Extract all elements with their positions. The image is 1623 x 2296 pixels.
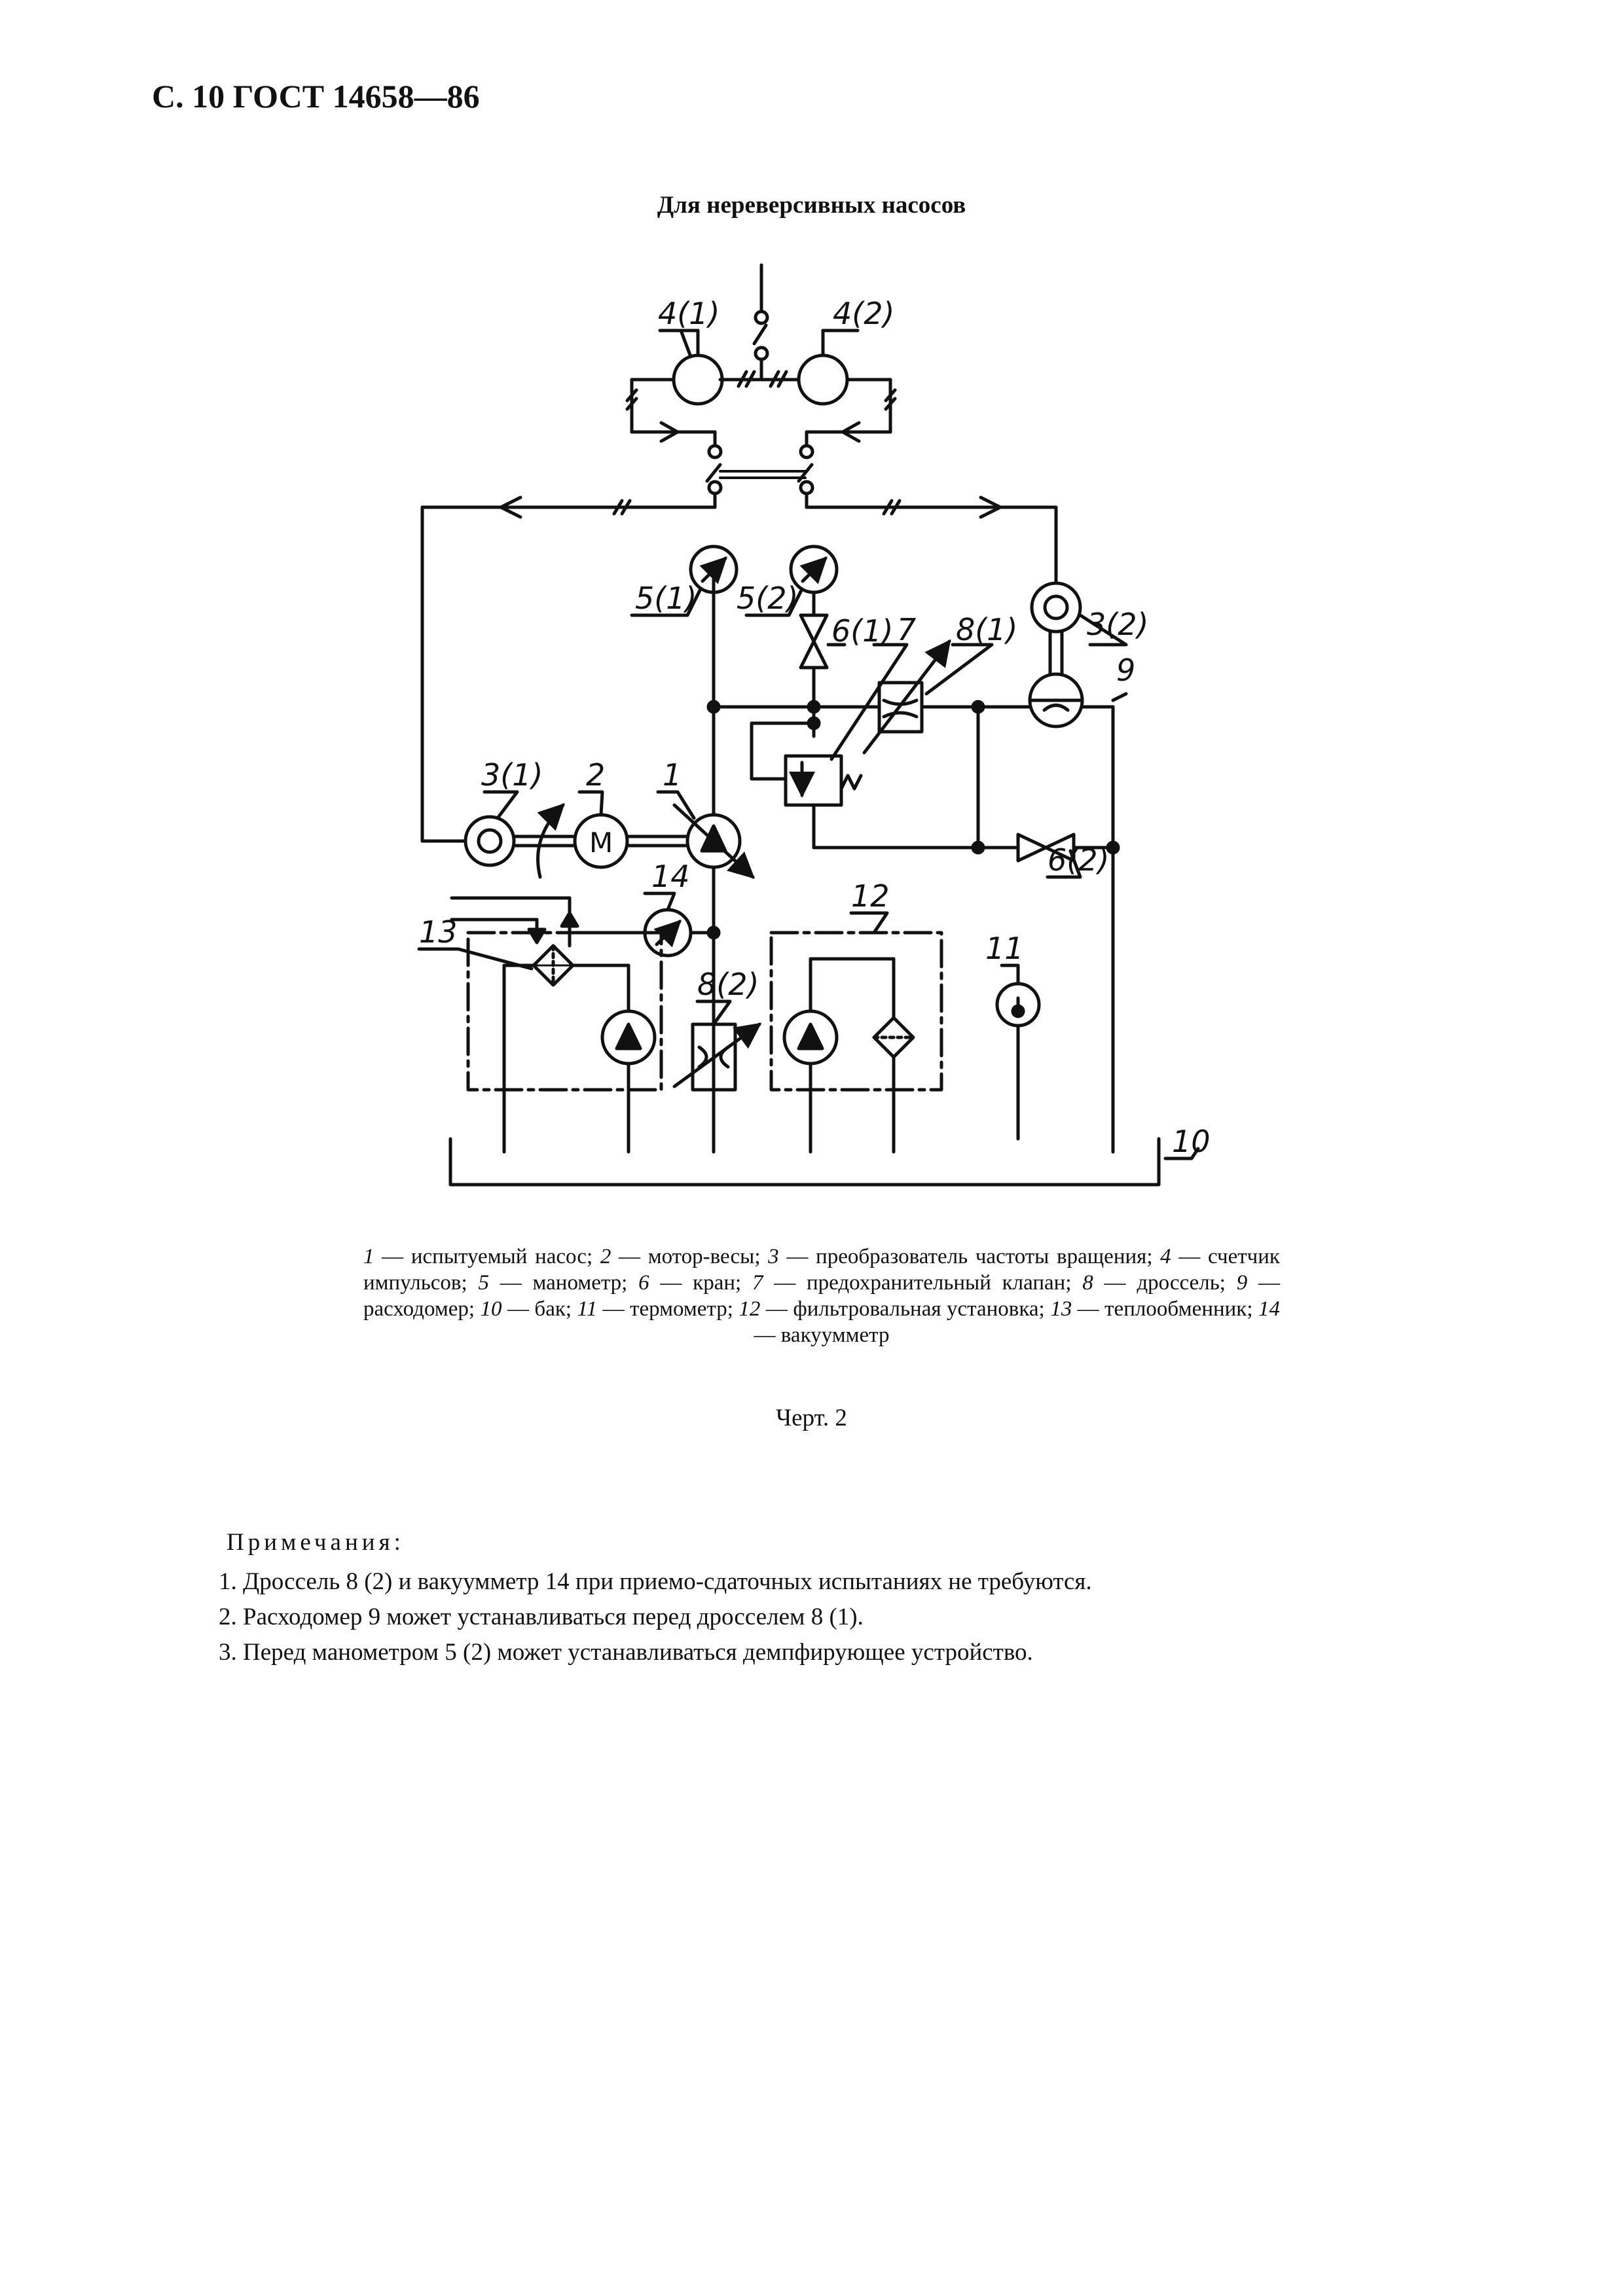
legend-item: 11 — термометр;	[577, 1297, 739, 1321]
legend-number: 8	[1082, 1271, 1093, 1295]
legend-text: — манометр;	[488, 1271, 639, 1295]
legend-number: 1	[363, 1245, 374, 1268]
legend-item: 5 — манометр;	[478, 1271, 638, 1295]
label-9: 9	[1116, 653, 1135, 688]
legend-text: — теплообменник;	[1072, 1297, 1258, 1321]
legend-item: 10 — бак;	[480, 1297, 577, 1321]
tank	[448, 1137, 1161, 1187]
label-6-2: 6(2)	[1048, 842, 1109, 878]
valve-6-1	[799, 613, 829, 670]
notes-list: 1. Дроссель 8 (2) и вакуумметр 14 при пр…	[219, 1564, 1092, 1670]
legend-number: 6	[638, 1271, 649, 1295]
legend-item: 2 — мотор-весы;	[600, 1245, 768, 1268]
switch-contact	[754, 310, 769, 325]
impulse-counter-1	[672, 353, 724, 406]
valve-6-2	[1016, 833, 1076, 863]
heat-exchanger	[532, 944, 575, 987]
legend-text: — кран;	[649, 1271, 752, 1295]
figure-subtitle: Для нереверсивных насосов	[657, 192, 966, 219]
motor-letter: M	[589, 827, 613, 859]
legend-number: 10	[480, 1297, 502, 1321]
legend-number: 14	[1258, 1297, 1280, 1321]
legend-item: 1 — испытуемый насос;	[363, 1245, 600, 1268]
legend-number: 7	[752, 1271, 763, 1295]
legend-text: — мотор-весы;	[611, 1245, 769, 1268]
figure-legend: 1 — испытуемый насос; 2 — мотор-весы; 3 …	[363, 1244, 1280, 1348]
legend-text: — преобразователь частоты вращения;	[778, 1245, 1161, 1268]
label-6-1: 6(1)	[831, 613, 893, 649]
label-2: 2	[586, 757, 605, 793]
legend-number: 11	[577, 1297, 598, 1321]
note-3: 3. Перед манометром 5 (2) может устанавл…	[219, 1639, 1033, 1666]
manometer-1	[689, 545, 739, 594]
legend-item: 6 — кран;	[638, 1271, 752, 1295]
speed-converter-1	[464, 815, 516, 867]
legend-item: 8 — дроссель;	[1082, 1271, 1236, 1295]
legend-number: 4	[1160, 1245, 1171, 1268]
legend-number: 12	[739, 1297, 761, 1321]
notes-title: Примечания:	[227, 1529, 405, 1556]
label-8-2: 8(2)	[697, 967, 759, 1002]
legend-text: — испытуемый насос;	[374, 1245, 600, 1268]
legend-text: — фильтровальная установка;	[760, 1297, 1051, 1321]
note-2: 2. Расходомер 9 может устанавливаться пе…	[219, 1604, 864, 1630]
label-7: 7	[897, 612, 916, 647]
legend-text: — счетчик импульсов;	[363, 1245, 1280, 1295]
label-3-2: 3(2)	[1087, 607, 1148, 642]
legend-number: 5	[478, 1271, 489, 1295]
label-5-2: 5(2)	[737, 581, 798, 616]
label-4-2: 4(2)	[833, 296, 894, 331]
page-header: С. 10 ГОСТ 14658—86	[152, 78, 480, 115]
legend-text: — предохранительный клапан;	[763, 1271, 1083, 1295]
impulse-counter-2	[797, 353, 849, 406]
legend-text: — дроссель;	[1093, 1271, 1237, 1295]
legend-item: 3 — преобразователь частоты вращения;	[768, 1245, 1160, 1268]
label-1: 1	[663, 757, 682, 793]
legend-number: 2	[600, 1245, 611, 1268]
legend-item: 7 — предохранительный клапан;	[752, 1271, 1082, 1295]
figure-caption: Черт. 2	[776, 1405, 847, 1431]
label-13: 13	[419, 914, 458, 950]
label-11: 11	[985, 931, 1024, 966]
legend-item: 13 — теплообменник;	[1050, 1297, 1258, 1321]
label-10: 10	[1172, 1124, 1211, 1159]
legend-text: — бак;	[501, 1297, 577, 1321]
label-8-1: 8(1)	[956, 612, 1017, 647]
label-5-1: 5(1)	[635, 581, 697, 616]
legend-item: 12 — фильтровальная установка;	[739, 1297, 1050, 1321]
relief-valve	[784, 754, 843, 807]
note-1: 1. Дроссель 8 (2) и вакуумметр 14 при пр…	[219, 1568, 1092, 1595]
legend-number: 9	[1236, 1271, 1248, 1295]
speed-converter-2	[1030, 581, 1082, 634]
label-12: 12	[851, 878, 890, 914]
label-14: 14	[651, 859, 690, 894]
label-4-1: 4(1)	[658, 296, 720, 331]
legend-item: 9 — расходомер;	[363, 1271, 1280, 1321]
legend-text: — термометр;	[597, 1297, 739, 1321]
legend-text: — расходомер;	[363, 1271, 1281, 1321]
legend-item: 14 — вакуумметр	[754, 1297, 1280, 1347]
legend-number: 13	[1050, 1297, 1072, 1321]
label-3-1: 3(1)	[481, 757, 543, 793]
legend-text: — вакуумметр	[754, 1323, 890, 1347]
legend-number: 3	[768, 1245, 779, 1268]
legend-item: 4 — счетчик импульсов;	[363, 1245, 1280, 1295]
